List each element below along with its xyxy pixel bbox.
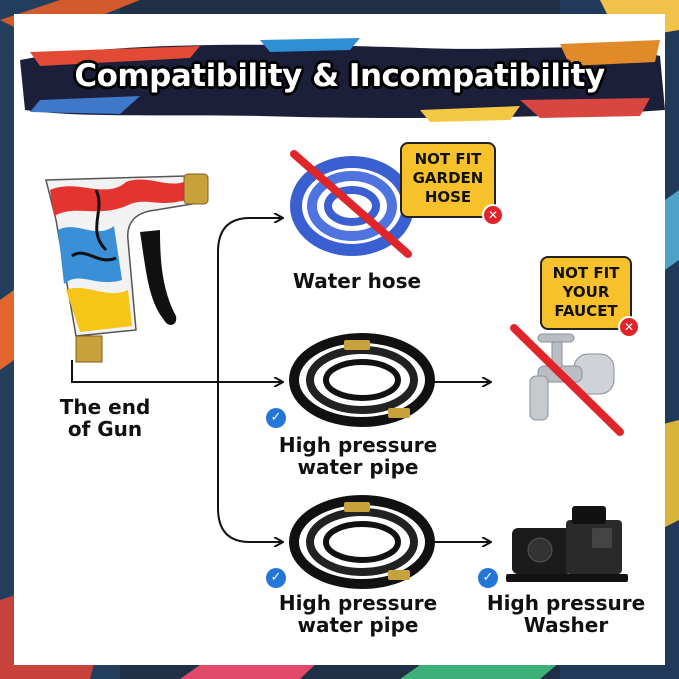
washer-label: High pressure Washer (486, 591, 646, 637)
pipe-1-label: High pressure water pipe (278, 433, 438, 479)
spray-gun-image (45, 173, 209, 363)
faucet-image (510, 324, 624, 436)
water-hose-label: Water hose (292, 269, 422, 293)
x-circle-icon: ✕ (618, 316, 640, 338)
pipe-1-image (289, 333, 435, 427)
arrow-to-water-hose (217, 218, 282, 382)
x-circle-icon: ✕ (482, 204, 504, 226)
check-circle-icon: ✓ (478, 568, 498, 588)
washer-image (506, 506, 628, 582)
page-title: Compatibility & Incompatibility (74, 58, 605, 94)
water-hose-not-fit-badge: NOT FIT GARDEN HOSE ✕ (400, 142, 504, 226)
faucet-not-fit-badge: NOT FIT YOUR FAUCET ✕ (540, 256, 640, 338)
gun-label: The end of Gun (59, 395, 151, 441)
pipe-2-image (289, 495, 435, 589)
check-circle-icon: ✓ (266, 568, 286, 588)
check-circle-icon: ✓ (266, 408, 286, 428)
pipe-2-label: High pressure water pipe (278, 591, 438, 637)
arrow-to-pipe-2 (217, 382, 282, 542)
gun-outlet-line (71, 360, 218, 383)
title-brush-band (20, 38, 665, 122)
